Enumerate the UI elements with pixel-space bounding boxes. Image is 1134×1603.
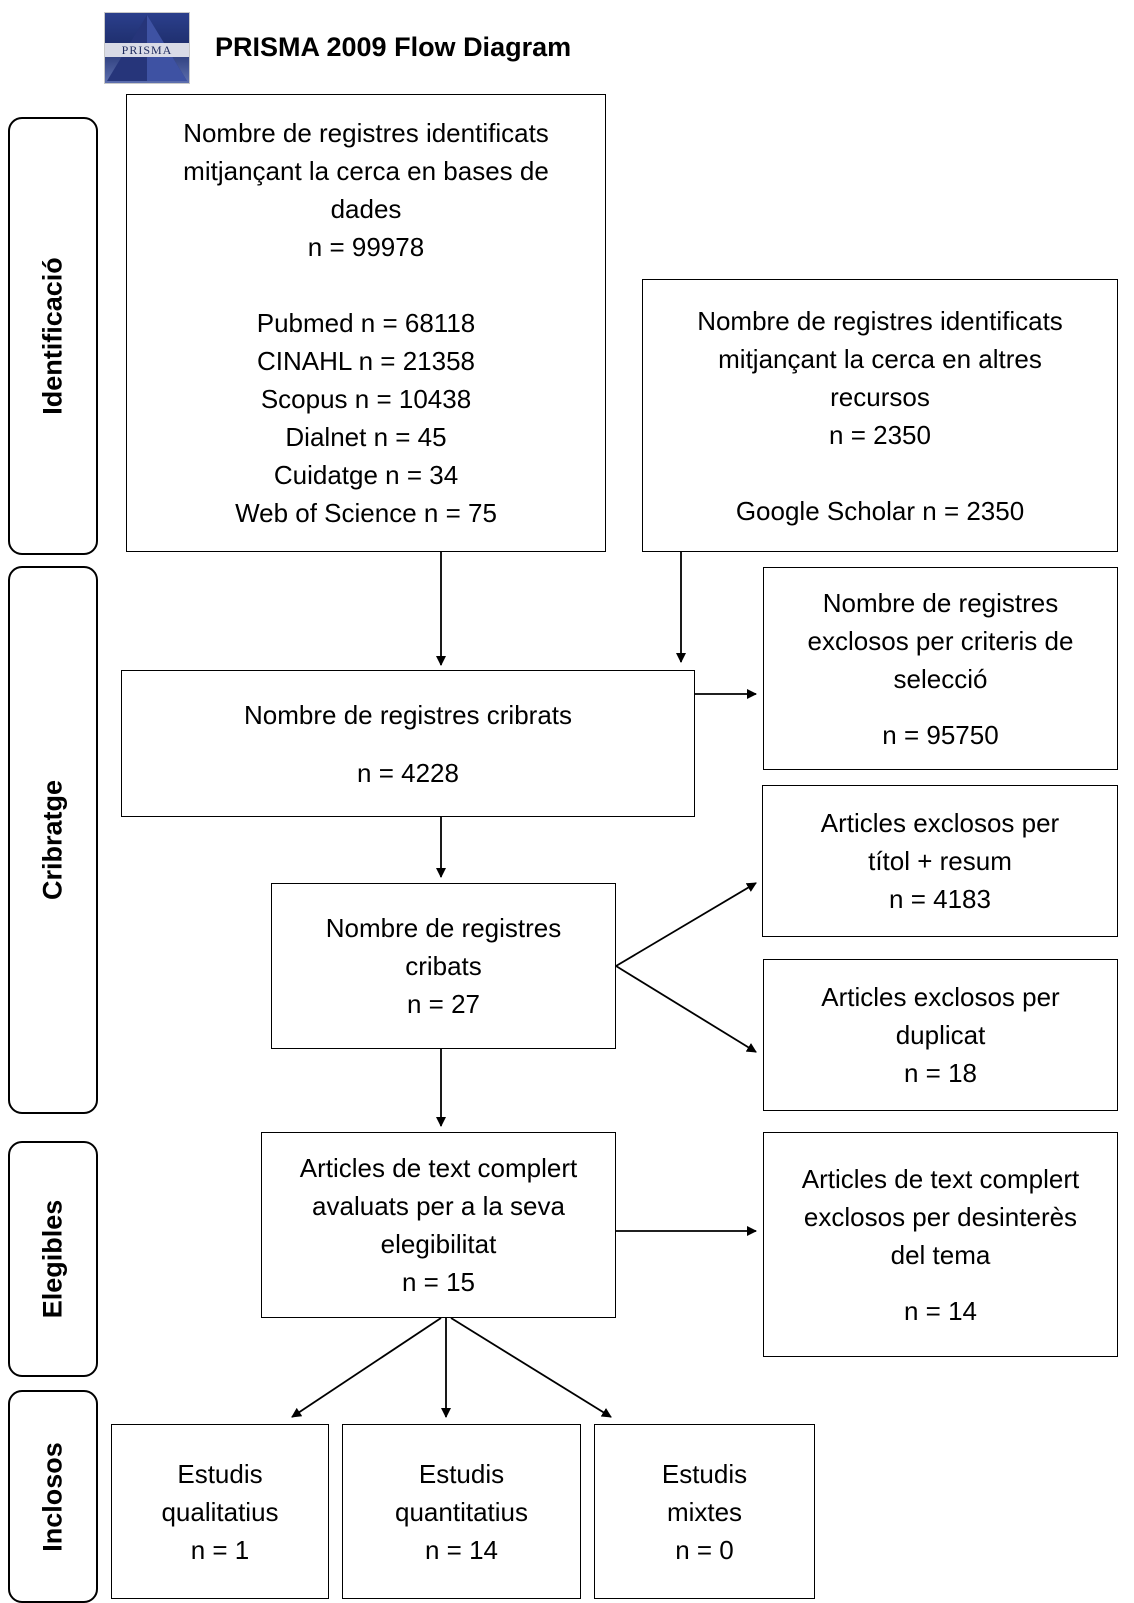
fulltext-excluded-box: Articles de text complert exclosos per d… <box>763 1132 1118 1357</box>
box-line: Articles de text complert <box>801 1163 1080 1194</box>
box-count: n = 99978 <box>307 232 425 262</box>
box-line: mitjançant la cerca en bases de <box>183 156 549 186</box>
box-line: títol + resum <box>868 846 1012 876</box>
box-count: n = 2350 <box>829 419 931 450</box>
logo-text: PRISMA <box>105 43 189 57</box>
arrow-to-mixed <box>450 1317 612 1418</box>
box-line: Nombre de registres identificats <box>697 305 1063 336</box>
page-title: PRISMA 2009 Flow Diagram <box>215 32 572 62</box>
box-line: Nombre de registres identificats <box>183 118 549 148</box>
excluded-duplicate-box: Articles exclosos per duplicat n = 18 <box>763 959 1118 1111</box>
excluded-title-box: Articles exclosos per títol + resum n = … <box>762 785 1118 937</box>
box-count: n = 18 <box>903 1058 977 1088</box>
box-count: n = 1 <box>190 1534 250 1565</box>
box-line: mitjançant la cerca en altres <box>718 343 1042 374</box>
box-line: Estudis <box>661 1458 748 1489</box>
source-count: CINAHL n = 21358 <box>256 346 475 376</box>
screened2-box: Nombre de registres cribats n = 27 <box>271 883 616 1049</box>
fulltext-assessed-box: Articles de text complert avaluats per a… <box>261 1132 616 1318</box>
box-line: duplicat <box>895 1020 986 1050</box>
excluded-criteria-box: Nombre de registres exclosos per criteri… <box>763 567 1118 770</box>
stage-screening: Cribratge <box>8 566 98 1114</box>
database-records-box: Nombre de registres identificats mitjanç… <box>126 94 606 552</box>
arrow-to-excluded-title <box>615 882 757 967</box>
box-line: recursos <box>830 381 930 412</box>
stage-included: Inclosos <box>8 1390 98 1603</box>
box-line: Estudis <box>177 1458 263 1489</box>
source-count: Google Scholar n = 2350 <box>735 495 1025 526</box>
arrow-to-excluded-duplicate <box>615 965 757 1053</box>
stage-eligibility: Elegibles <box>8 1141 98 1377</box>
box-line: elegibilitat <box>380 1229 497 1259</box>
box-line: exclosos per desinterès <box>803 1201 1078 1232</box>
box-count: n = 14 <box>903 1295 977 1326</box>
box-count: n = 4228 <box>357 757 459 788</box>
source-count: Web of Science n = 75 <box>235 498 497 528</box>
qualitative-studies-box: Estudis qualitatius n = 1 <box>111 1424 329 1599</box>
source-count: Cuidatge n = 34 <box>273 460 459 490</box>
screened-records-box: Nombre de registres cribrats n = 4228 <box>121 670 695 817</box>
box-count: n = 15 <box>401 1267 475 1297</box>
box-line: Nombre de registres <box>822 587 1059 618</box>
box-line: Articles exclosos per <box>820 808 1060 838</box>
quantitative-studies-box: Estudis quantitatius n = 14 <box>342 1424 581 1599</box>
other-records-box: Nombre de registres identificats mitjanç… <box>642 279 1118 552</box>
box-count: n = 4183 <box>889 884 991 914</box>
box-count: n = 0 <box>675 1534 734 1565</box>
box-line: Nombre de registres cribrats <box>244 699 572 730</box>
box-count: n = 27 <box>406 989 480 1019</box>
arrow-to-qualitative <box>291 1317 442 1418</box>
box-line: qualitatius <box>161 1496 279 1527</box>
box-count: n = 95750 <box>882 719 999 750</box>
mixed-studies-box: Estudis mixtes n = 0 <box>594 1424 815 1599</box>
box-line: exclosos per criteris de <box>807 625 1074 656</box>
source-count: Dialnet n = 45 <box>285 422 447 452</box>
source-count: Scopus n = 10438 <box>260 384 472 414</box>
box-line: selecció <box>893 663 988 694</box>
stage-identification: Identificació <box>8 117 98 555</box>
box-line: del tema <box>890 1239 991 1270</box>
box-line: quantitatius <box>395 1496 528 1527</box>
box-line: Articles de text complert <box>299 1153 578 1183</box>
box-line: cribats <box>405 951 482 981</box>
prisma-logo: PRISMA <box>104 12 190 84</box>
box-line: Nombre de registres <box>325 913 562 943</box>
box-line: avaluats per a la seva <box>312 1191 565 1221</box>
box-line: dades <box>330 194 402 224</box>
box-count: n = 14 <box>424 1534 498 1565</box>
box-line: Articles exclosos per <box>821 982 1060 1012</box>
box-line: mixtes <box>666 1496 743 1527</box>
source-count: Pubmed n = 68118 <box>256 308 476 338</box>
box-line: Estudis <box>418 1458 505 1489</box>
